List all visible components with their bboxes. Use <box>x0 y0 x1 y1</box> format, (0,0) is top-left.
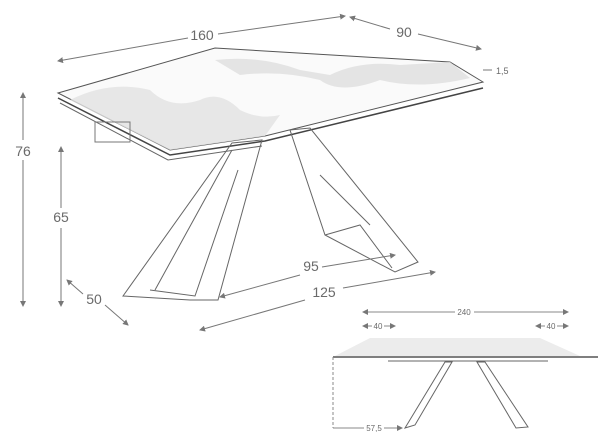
extended-table-view: 240 40 40 57,5 <box>332 308 598 433</box>
right-extension-label: 40 <box>547 322 556 331</box>
extended-length-label: 240 <box>457 308 471 317</box>
leg-offset-label: 57,5 <box>366 424 382 433</box>
left-extension-label: 40 <box>374 322 383 331</box>
base-depth-label: 50 <box>86 291 102 307</box>
outer-base-label: 125 <box>312 284 336 300</box>
frame-height-label: 65 <box>53 209 69 225</box>
right-leg <box>289 127 419 273</box>
depth-label: 90 <box>396 24 412 40</box>
table-top <box>56 47 485 161</box>
inner-base-label: 95 <box>303 258 319 274</box>
length-label: 160 <box>190 27 214 43</box>
total-height-label: 76 <box>15 143 31 159</box>
thickness-label: 1,5 <box>496 66 509 76</box>
left-leg <box>122 139 263 301</box>
